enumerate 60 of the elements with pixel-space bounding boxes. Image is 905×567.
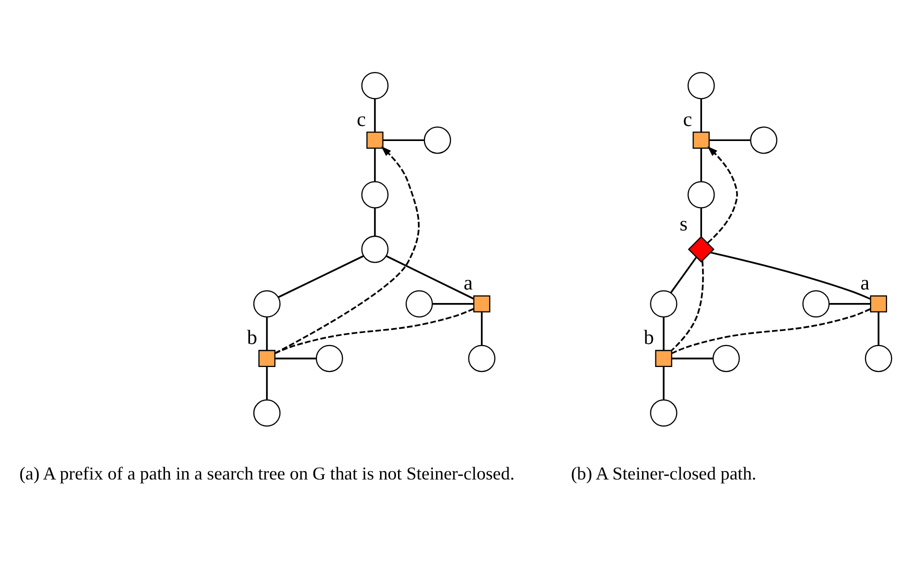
node-circle [650,398,678,426]
node-label: s [680,212,688,235]
node-box [366,131,384,148]
node-circle [688,71,715,99]
connector [374,98,376,132]
node-box [655,349,672,366]
node-circle [361,180,389,208]
node-circle [424,126,452,154]
connector [278,254,364,298]
node-label: b [247,326,258,349]
node-label: c [356,108,366,130]
arrow [707,146,738,243]
connector [266,316,268,350]
connector [672,357,714,359]
node-circle [361,235,389,262]
node-circle [688,180,715,208]
node-circle [406,290,433,318]
connector [386,254,474,300]
node-circle [468,344,496,372]
connector [670,256,697,293]
node-circle [750,126,778,154]
node-box [258,349,276,366]
connector [710,251,871,300]
connector [662,316,665,350]
node-circle [253,290,281,318]
connector [700,208,702,236]
connector [671,260,704,350]
node-box [473,294,490,312]
node-label: c [683,108,692,130]
connector [662,366,665,400]
node-circle [253,398,281,426]
node-diamond [688,236,714,262]
node-label: a [464,272,473,294]
connector [374,148,376,181]
node-box [692,131,710,148]
connector [700,98,702,132]
node-circle [712,344,740,372]
connector [432,302,474,304]
node-label: a [860,272,870,294]
node-label: b [644,326,654,349]
node-circle [361,71,389,99]
node-circle [650,290,678,318]
arrow [274,146,420,354]
node-circle [316,344,344,372]
connector [672,308,871,354]
node-circle [802,290,830,318]
label: (b) A Steiner-closed path. [570,462,756,483]
label: (a) A prefix of a path in a search tree on G that is not Steiner-closed. [19,462,514,483]
connector [274,308,474,354]
connector [480,311,483,345]
connector [383,138,424,141]
connector [709,138,751,141]
node-box [870,294,888,312]
node-circle [864,344,892,372]
connector [374,208,376,236]
connector [700,148,702,181]
connector [266,366,268,400]
connector [829,302,870,304]
connector [275,357,316,359]
connector [878,311,880,345]
